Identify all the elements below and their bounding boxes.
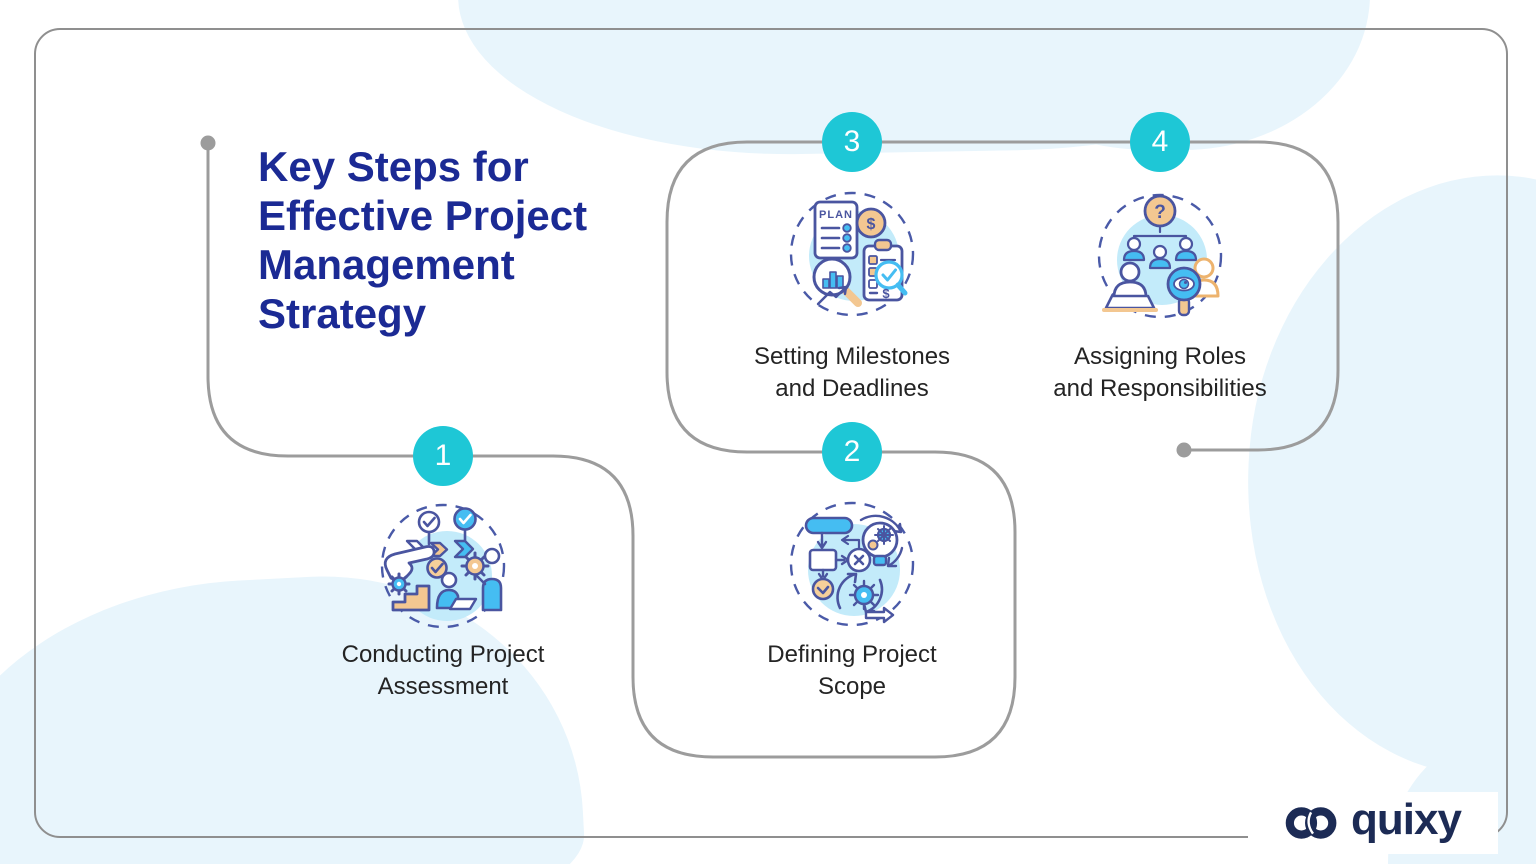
path-start-dot [200,135,216,151]
step-3-number: 3 [843,125,861,158]
step-2-number: 2 [843,435,861,468]
project-scope-icon [789,501,915,627]
step-4-number: 4 [1151,125,1169,158]
roles-responsibilities-icon: ? [1097,193,1223,319]
step-1-badge: 1 [413,426,473,486]
step-1-label: Conducting Project Assessment [341,641,545,700]
svg-text:PLAN: PLAN [819,209,853,221]
connector-line [206,140,1340,759]
step-2-label: Defining Project Scope [767,641,937,700]
milestones-deadlines-icon: PLAN $ $ [789,191,915,317]
quixy-logo: quixy [1248,792,1498,854]
step-4-label: Assigning Roles and Responsibilities [1053,343,1267,402]
svg-text:$: $ [882,286,890,301]
quixy-infinity-logo-icon [1285,807,1337,839]
step-3-label: Setting Milestones and Deadlines [753,343,951,402]
page-title: Key Steps for Effective Project Manageme… [258,143,588,337]
step-2-badge: 2 [822,422,882,482]
path-end-dot [1176,442,1192,458]
project-assessment-icon [380,503,506,629]
step-3-badge: 3 [822,112,882,172]
svg-text:$: $ [867,216,876,233]
step-1-number: 1 [434,439,452,472]
card-border [34,28,1508,838]
quixy-logo-text: quixy [1351,795,1462,844]
svg-text:?: ? [1154,202,1166,223]
step-4-badge: 4 [1130,112,1190,172]
